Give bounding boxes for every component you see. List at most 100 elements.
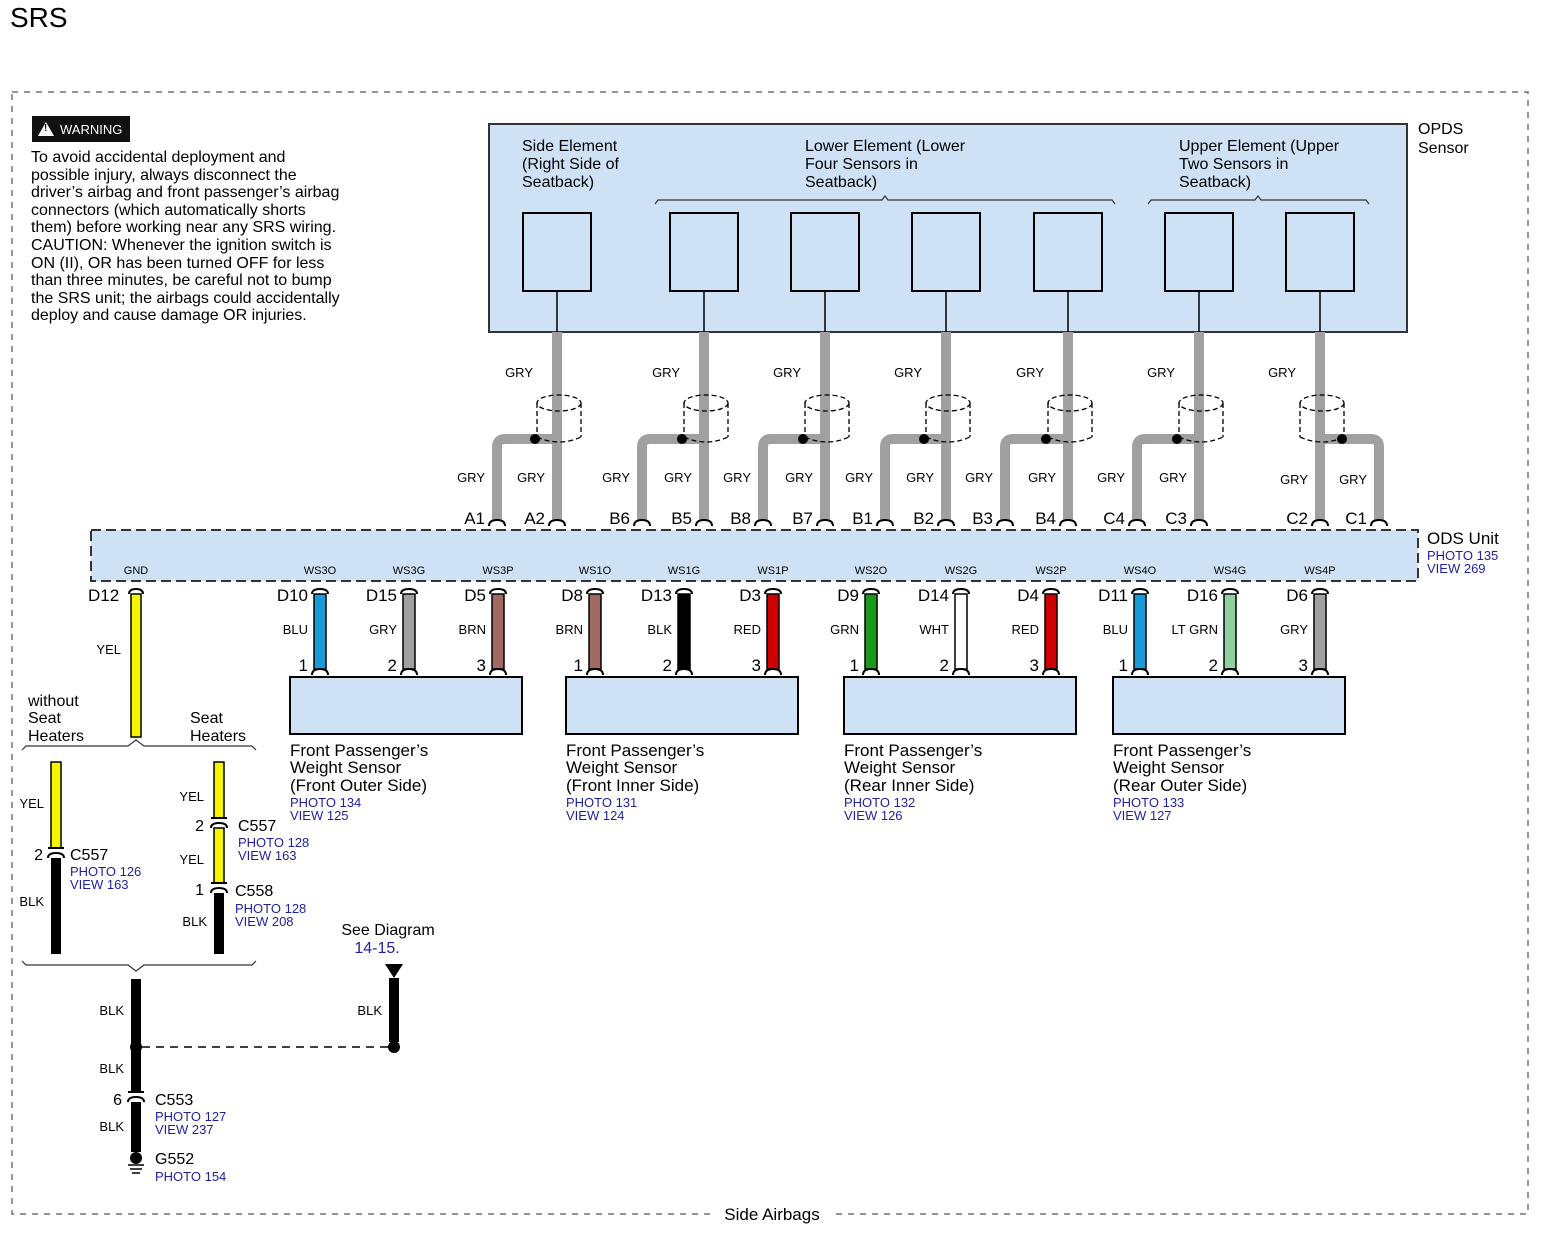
pin-terminal — [548, 518, 566, 527]
svg-text:(Right Side of: (Right Side of — [522, 156, 619, 173]
weight-sensor-view: VIEW 125 — [290, 808, 349, 823]
signal-wire-gry — [552, 332, 562, 520]
ods-terminal-label: WS3P — [482, 565, 513, 577]
ods-pin-label: B5 — [671, 509, 692, 528]
sensor-pin-number: 1 — [1119, 656, 1128, 675]
see-diagram-link[interactable]: 14-15. — [354, 940, 399, 957]
c557-left-pin: 2 — [34, 847, 43, 864]
sensor-pin-terminal — [489, 667, 507, 676]
ods-terminal-label: WS2O — [855, 565, 888, 577]
pin-terminal — [400, 587, 418, 595]
shield-pair-c3: GRYGRYGRYC3OS2LC4OS2S — [1097, 332, 1224, 547]
shield-ground-dot — [1172, 434, 1182, 444]
sensor-pin-terminal — [400, 667, 418, 676]
weight-sensor-position: (Rear Outer Side) — [1113, 776, 1247, 795]
ods-terminal-label: WS3G — [393, 565, 425, 577]
footer-label: Side Airbags — [724, 1205, 819, 1224]
wire-color-label: BLU — [283, 622, 308, 637]
weight-sensor-view: VIEW 126 — [844, 808, 903, 823]
shield-cylinder-body — [536, 403, 582, 443]
weight-sensor-name2: Weight Sensor — [290, 758, 402, 777]
option-split-brace — [21, 739, 257, 751]
ods-terminal-label: WS1O — [579, 565, 612, 577]
shield-ground-dot — [1337, 434, 1347, 444]
drain-wire-label: GRY — [845, 470, 873, 485]
ground-wire-blk-label-3: BLK — [99, 1119, 124, 1134]
c557-left-connector — [47, 847, 65, 859]
shield-wire-top-label: GRY — [1147, 365, 1175, 380]
ods-pin-label: C2 — [1286, 509, 1308, 528]
signal-wire-gry — [1063, 332, 1073, 520]
drain-wire-label: GRY — [457, 470, 485, 485]
ods-terminal-label: WS1G — [668, 565, 700, 577]
c553-pin: 6 — [113, 1092, 122, 1109]
weight-sensor-view: VIEW 124 — [566, 808, 625, 823]
svg-text:Side Element: Side Element — [522, 138, 618, 155]
wire-color-label: RED — [1012, 622, 1039, 637]
shield-wire-top-label: GRY — [1268, 365, 1296, 380]
shield-drain-wire-gry — [1000, 434, 1068, 520]
weight-wire-lt-grn — [1223, 593, 1237, 670]
g552-photo: PHOTO 154 — [155, 1169, 226, 1184]
shield-drain-wire-gry — [637, 434, 704, 520]
left-branch-wire-blk — [51, 858, 61, 954]
pin-terminal — [489, 587, 507, 595]
weight-sensor-wires: WS3OD10BLU1WS3GD15GRY2WS3PD5BRN3WS1OD8BR… — [277, 565, 1336, 676]
pin-terminal — [754, 518, 772, 527]
svg-text:Four Sensors in: Four Sensors in — [805, 156, 918, 173]
weight-sensor-name2: Weight Sensor — [1113, 758, 1225, 777]
pin-terminal — [937, 518, 955, 527]
svg-text:Heaters: Heaters — [190, 728, 246, 745]
c553-connector — [127, 1091, 145, 1103]
ods-terminal-label: WS1P — [757, 565, 788, 577]
svg-text:Upper Element (Upper: Upper Element (Upper — [1179, 138, 1340, 155]
c558-pin: 1 — [195, 882, 204, 899]
pin-terminal — [586, 587, 604, 595]
pin-terminal — [1131, 587, 1149, 595]
pin-terminal — [862, 587, 880, 595]
ods-terminal-label: WS2G — [945, 565, 977, 577]
lower-element-label: Lower Element (Lower Four Sensors in Sea… — [805, 138, 966, 191]
shield-drain-wire-gry — [758, 434, 825, 520]
right-wire-yel-mid-label: YEL — [179, 852, 204, 867]
sensor-pin-number: 2 — [940, 656, 949, 675]
c558-view: VIEW 208 — [235, 914, 294, 929]
pin-terminal — [1221, 587, 1239, 595]
drain-wire-label: GRY — [602, 470, 630, 485]
wire-color-label: GRY — [1280, 622, 1308, 637]
svg-text:Heaters: Heaters — [28, 728, 84, 745]
opds-name-line2: Sensor — [1418, 140, 1469, 157]
svg-text:Seatback): Seatback) — [1179, 174, 1251, 191]
sensor-pin-terminal — [1311, 667, 1329, 676]
wire-color-label: LT GRN — [1172, 622, 1218, 637]
c553-photo: PHOTO 127 — [155, 1109, 226, 1124]
sensor-pin-terminal — [675, 667, 693, 676]
ods-pin-label: B2 — [913, 509, 934, 528]
ods-pin-label: B7 — [792, 509, 813, 528]
shield-drain-wire-gry — [880, 434, 946, 520]
warning-badge: WARNING — [32, 116, 130, 142]
right-branch-wire-blk — [214, 893, 224, 954]
c557-right-connector — [210, 817, 228, 829]
pin-terminal — [1042, 587, 1060, 595]
shield-ground-dot — [1041, 434, 1051, 444]
weight-sensor-photo: PHOTO 131 — [566, 795, 637, 810]
svg-text:Seatback): Seatback) — [805, 174, 877, 191]
gnd-pin-terminal — [128, 587, 144, 595]
weight-sensor-name: Front Passenger’s — [290, 741, 428, 760]
pin-terminal — [675, 587, 693, 595]
right-branch-wire-yel-mid — [213, 827, 225, 884]
weight-sensor-photo: PHOTO 132 — [844, 795, 915, 810]
weight-sensor-name: Front Passenger’s — [844, 741, 982, 760]
shield-cylinder-body — [683, 403, 729, 443]
warning-label: WARNING — [60, 121, 123, 137]
weight-sensor-box — [843, 676, 1077, 735]
shield-pair-b5: GRYGRYGRYB5OS6LB6OS6S — [602, 332, 729, 547]
opds-element-box — [669, 212, 739, 292]
